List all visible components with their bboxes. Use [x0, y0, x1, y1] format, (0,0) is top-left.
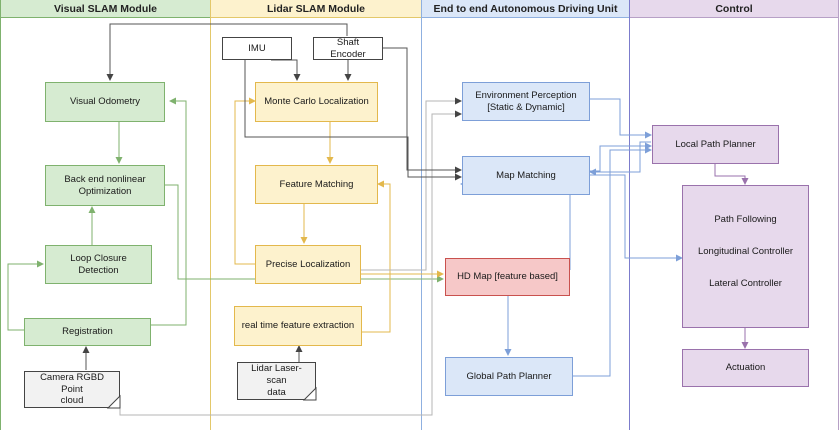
- lane-e2e-unit: End to end Autonomous Driving Unit: [421, 0, 629, 430]
- registration-node: Registration: [24, 318, 151, 346]
- edge-local-to-controllers: [714, 164, 749, 185]
- edge-mapmatching-to-controllers: [590, 174, 683, 262]
- edge-local-to-mapmatching: [589, 141, 651, 176]
- backend-optimization-node: Back end nonlinear Optimization: [45, 165, 165, 206]
- feature-matching-node: Feature Matching: [255, 165, 378, 204]
- lidar-laser-scan-data-node: Lidar Laser-scan data: [237, 362, 316, 400]
- environment-perception-node: Environment Perception [Static & Dynamic…: [462, 82, 590, 121]
- controllers-group-node: Path Following Longitudinal Controller L…: [682, 185, 809, 328]
- edge-imu-to-mcl: [271, 59, 301, 81]
- hd-map-node: HD Map [feature based]: [445, 258, 570, 296]
- monte-carlo-localization-node: Monte Carlo Localization: [255, 82, 378, 122]
- edge-extraction-to-feature: [362, 180, 391, 333]
- local-path-planner-node: Local Path Planner: [652, 125, 779, 164]
- longitudinal-controller-label: Longitudinal Controller: [697, 246, 794, 257]
- edge-encoder-to-mapmatching: [383, 47, 462, 174]
- lane-title-lidar-slam: Lidar SLAM Module: [211, 0, 421, 18]
- edge-registration-to-loop: [7, 260, 44, 331]
- lane-title-control: Control: [630, 0, 838, 18]
- global-path-planner-node: Global Path Planner: [445, 357, 573, 396]
- edge-perception-to-local: [590, 98, 652, 139]
- actuation-node: Actuation: [682, 349, 809, 387]
- realtime-feature-extraction-node: real time feature extraction: [234, 306, 362, 346]
- edge-registration-to-vo: [151, 97, 187, 326]
- edge-global-to-local: [573, 146, 652, 377]
- path-following-label: Path Following: [714, 214, 777, 225]
- precise-localization-node: Precise Localization: [255, 245, 361, 284]
- map-matching-node: Map Matching: [462, 156, 590, 195]
- edge-precise-to-perception: [361, 97, 462, 271]
- lane-title-visual-slam: Visual SLAM Module: [1, 0, 210, 18]
- shaft-encoder-node: Shaft Encoder: [313, 37, 383, 60]
- loop-closure-node: Loop Closure Detection: [45, 245, 152, 284]
- edge-top-bus-to-vo: [106, 23, 348, 81]
- edge-imu-to-mapmatching: [244, 60, 462, 181]
- lane-title-e2e-unit: End to end Autonomous Driving Unit: [422, 0, 629, 18]
- lane-lidar-slam: Lidar SLAM Module: [210, 0, 421, 430]
- imu-node: IMU: [222, 37, 292, 60]
- lateral-controller-label: Lateral Controller: [709, 278, 782, 289]
- visual-odometry-node: Visual Odometry: [45, 82, 165, 122]
- edge-precise-to-mcl: [234, 97, 257, 265]
- camera-rgbd-data-node: Camera RGBD Point cloud: [24, 371, 120, 408]
- lane-visual-slam: Visual SLAM Module: [0, 0, 210, 430]
- edge-camera-to-perception: [119, 110, 462, 416]
